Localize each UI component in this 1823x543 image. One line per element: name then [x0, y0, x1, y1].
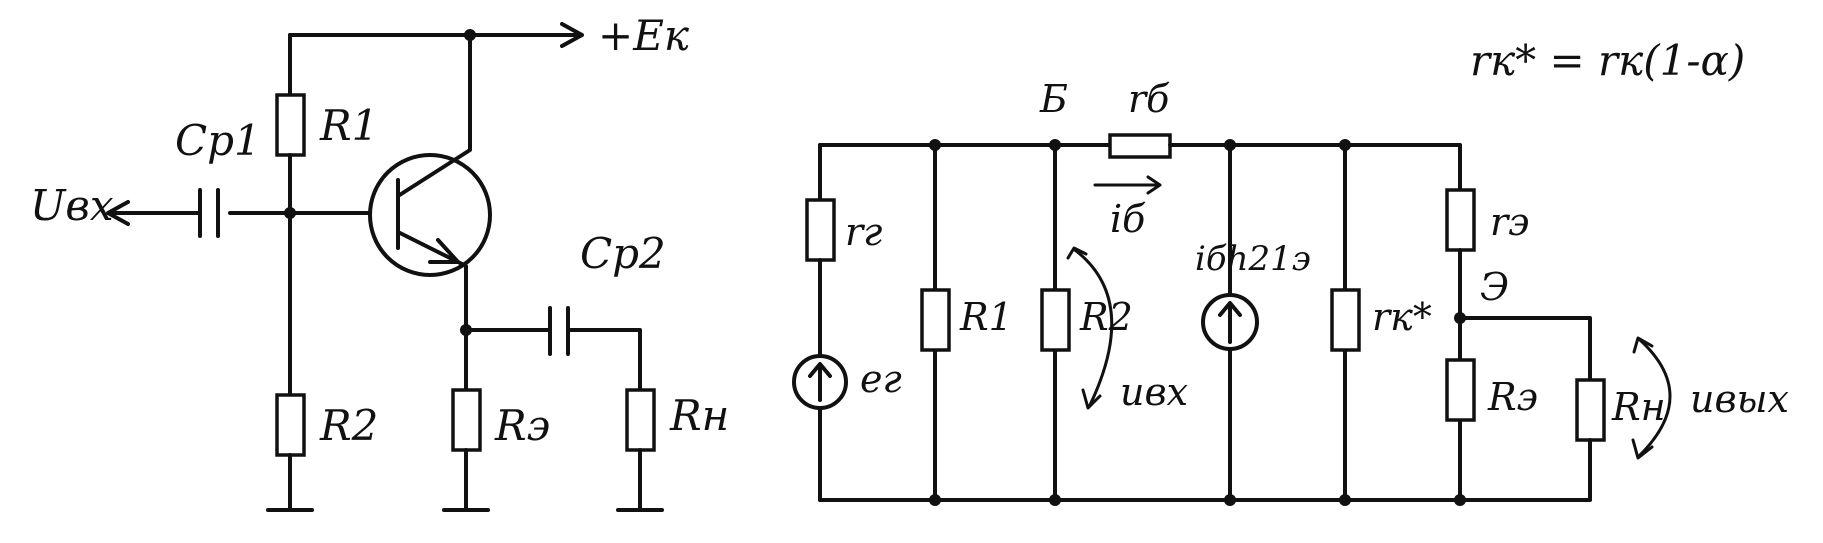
current-source — [1201, 293, 1259, 351]
resistor-r1 — [275, 93, 306, 157]
r1-eq-label: R1 — [959, 295, 1013, 339]
resistor-rk — [1330, 288, 1361, 352]
rn-label: Rн — [669, 391, 729, 440]
rn-branch-wire — [1458, 316, 1592, 382]
emitter-follower-schematic: +Eк Uвх Cp1 Cp2 R1 R2 Rэ Rн — [30, 11, 729, 512]
supply-arrow — [560, 22, 584, 48]
cp2-label: Cp2 — [580, 229, 666, 278]
uout-arc-tail — [1632, 336, 1654, 354]
resistor-r2 — [275, 393, 306, 457]
transistor-emitter — [396, 230, 468, 332]
output-label: Uвх — [30, 181, 114, 230]
re-small-label: rэ — [1490, 200, 1529, 244]
uin-label: uвх — [1120, 370, 1188, 414]
uin-arc — [1073, 248, 1114, 407]
r2-eq-label: R2 — [1079, 295, 1133, 339]
uout-arc-head — [1631, 438, 1654, 460]
resistor-rg — [805, 198, 836, 262]
top-rail-right — [1168, 143, 1462, 192]
rk-top-dot — [1339, 139, 1351, 151]
node-b-label: Б — [1039, 77, 1068, 121]
transistor-collector — [396, 33, 472, 198]
transistor-body — [368, 153, 492, 277]
ib-label: iб — [1110, 197, 1146, 241]
cp1-label: Cp1 — [175, 116, 261, 165]
resistor-rn — [625, 388, 656, 452]
capacitor-cp1 — [198, 188, 220, 238]
ib-arrow — [1093, 175, 1162, 195]
re-eq-label: Rэ — [1487, 375, 1538, 419]
formula-label: rк* = rк(1-α) — [1470, 36, 1745, 85]
r2-bottom-dot — [1049, 494, 1061, 506]
resistor-rb — [1108, 133, 1172, 159]
r1-label: R1 — [319, 101, 378, 150]
rn-eq-label: Rн — [1611, 385, 1666, 429]
resistor-r1-eq — [920, 288, 951, 352]
current-source-arrow — [1218, 301, 1242, 344]
resistor-re — [451, 388, 482, 452]
r1-top-dot — [929, 139, 941, 151]
node-b-dot — [1049, 139, 1061, 151]
source-bottom-dot — [1224, 494, 1236, 506]
rg-label: rг — [845, 210, 882, 254]
rk-label: rк* — [1372, 295, 1432, 339]
equivalent-circuit-schematic: rк* = rк(1-α) Б rб iб rг eг R1 R2 uвх iб… — [792, 36, 1789, 506]
input-arrow — [106, 200, 130, 226]
resistor-re-small — [1445, 188, 1476, 252]
uout-arc — [1638, 338, 1672, 457]
rk-bottom-dot — [1339, 494, 1351, 506]
rb-label: rб — [1128, 77, 1170, 121]
r1-bottom-dot — [929, 494, 941, 506]
supply-label: +Eк — [598, 11, 690, 60]
emitter-arrow — [428, 238, 460, 264]
eg-label: eг — [860, 357, 902, 401]
bottom-rail — [818, 453, 1592, 502]
cp2-wire-right — [568, 328, 642, 392]
uin-arc-head — [1081, 388, 1102, 410]
capacitor-cp2 — [548, 306, 570, 356]
resistor-r2-eq — [1040, 288, 1071, 352]
resistor-re-eq — [1445, 358, 1476, 422]
node-e-label: Э — [1480, 265, 1509, 309]
source-label: iбh21э — [1195, 239, 1311, 279]
uout-label: uвых — [1690, 377, 1789, 421]
source-top-dot — [1224, 139, 1236, 151]
uin-arc-tail — [1066, 246, 1088, 260]
source-eg-arrow — [808, 362, 832, 402]
re-bottom-dot — [1454, 494, 1466, 506]
r2-label: R2 — [319, 401, 378, 450]
resistor-rn-eq — [1575, 378, 1606, 442]
re-label: Rэ — [494, 401, 550, 450]
